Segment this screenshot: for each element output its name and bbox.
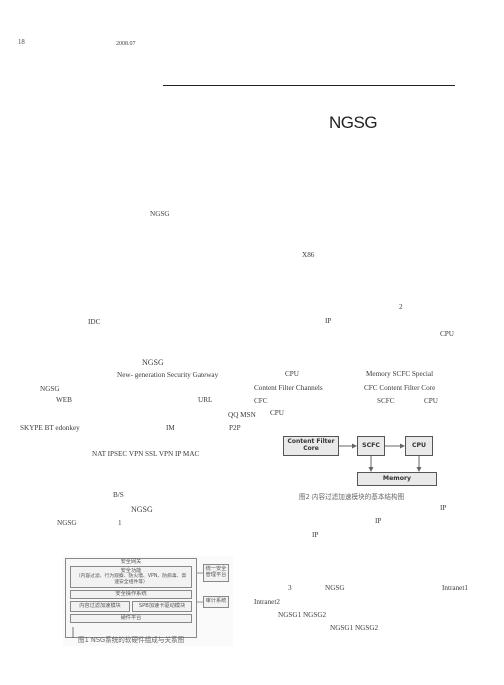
hardware-platform-box: 硬件平台 bbox=[70, 614, 192, 623]
left-text-8: SKYPE BT edonkey bbox=[20, 424, 80, 432]
right-text-16: NGSG bbox=[325, 584, 345, 592]
right-text-2: IP bbox=[325, 317, 332, 325]
right-text-0: X86 bbox=[302, 251, 315, 259]
right-text-20: NGSG1 NGSG2 bbox=[330, 624, 379, 632]
content-filter-core-box: Content Filter Core bbox=[283, 436, 339, 456]
right-text-18: Intranet2 bbox=[254, 598, 280, 606]
right-text-10: CPU bbox=[424, 397, 438, 405]
audit-system-label: 审计系统 bbox=[205, 598, 227, 605]
left-text-15: 1 bbox=[118, 519, 122, 527]
left-text-6: URL bbox=[198, 396, 213, 404]
figure-2-arrows bbox=[339, 443, 422, 472]
left-text-0: NGSG bbox=[150, 210, 170, 218]
security-functions-label: 安全功能 bbox=[120, 567, 142, 574]
security-functions-detail: （内容过滤、行为观察、防火墙、VPN、防病毒、高速安全组件等） bbox=[75, 574, 187, 585]
unified-management-label: 统一安全管理平台 bbox=[205, 566, 227, 578]
figure-1: 安全网关 安全功能 （内容过滤、行为观察、防火墙、VPN、防病毒、高速安全组件等… bbox=[63, 556, 233, 646]
left-text-5: WEB bbox=[56, 396, 72, 404]
left-text-4: NGSG bbox=[40, 385, 60, 393]
right-text-7: CFC Content Filter Core bbox=[364, 384, 436, 392]
left-text-1: IDC bbox=[88, 318, 101, 326]
right-text-13: IP bbox=[375, 517, 382, 525]
security-functions-box: 安全功能 （内容过滤、行为观察、防火墙、VPN、防病毒、高速安全组件等） bbox=[70, 566, 192, 588]
right-text-12: IP bbox=[440, 504, 447, 512]
spb-driver-module-box: SPB加速卡驱动模块 bbox=[132, 601, 192, 612]
scfc-label: SCFC bbox=[362, 442, 380, 450]
memory-label: Memory bbox=[382, 475, 412, 483]
right-text-6: Content Filter Channels bbox=[254, 384, 323, 392]
figure-1-connectors bbox=[72, 572, 203, 638]
left-text-13: NGSG bbox=[131, 505, 153, 514]
security-os-box: 安全操作系统 bbox=[70, 590, 192, 599]
security-os-label: 安全操作系统 bbox=[115, 590, 147, 597]
page-number: 18 bbox=[18, 39, 25, 46]
left-text-2: NGSG bbox=[142, 358, 164, 367]
figure-1-caption: 图1 NSG系统的软硬件组成与关系图 bbox=[78, 636, 185, 644]
content-filter-core-label: Content Filter Core bbox=[287, 438, 335, 452]
left-text-14: NGSG bbox=[57, 519, 77, 527]
audit-system-box: 审计系统 bbox=[203, 596, 229, 608]
right-text-14: IP bbox=[312, 531, 319, 539]
right-text-17: Intranet1 bbox=[442, 584, 468, 592]
right-text-1: 2 bbox=[399, 303, 403, 311]
right-text-9: SCFC bbox=[377, 397, 395, 405]
unified-management-box: 统一安全管理平台 bbox=[203, 564, 229, 582]
security-gateway-label: 安全网关 bbox=[120, 559, 142, 565]
figure-2: Content Filter Core SCFC CPU Memory bbox=[283, 432, 441, 492]
right-text-19: NGSG1 NGSG2 bbox=[278, 611, 327, 619]
left-text-9: IM bbox=[166, 424, 175, 432]
left-text-10: P2P bbox=[229, 424, 241, 432]
right-text-8: CFC bbox=[254, 397, 268, 405]
right-text-3: CPU bbox=[440, 330, 454, 338]
left-text-7: QQ MSN bbox=[228, 411, 256, 419]
scfc-box: SCFC bbox=[357, 436, 385, 456]
content-accel-module-label: 内容过滤加速模块 bbox=[79, 602, 121, 609]
cpu-box: CPU bbox=[405, 436, 433, 456]
left-text-3: New- generation Security Gateway bbox=[117, 371, 219, 379]
figure-2-caption: 图2 内容过滤加速模块的基本结构图 bbox=[299, 493, 405, 501]
article-title: NGSG bbox=[329, 113, 378, 132]
header-rule bbox=[163, 85, 455, 86]
content-accel-module-box: 内容过滤加速模块 bbox=[70, 601, 130, 612]
left-text-11: NAT IPSEC VPN SSL VPN IP MAC bbox=[92, 450, 200, 458]
right-text-4: CPU bbox=[285, 370, 299, 378]
right-text-11: CPU bbox=[270, 409, 284, 417]
cpu-label: CPU bbox=[411, 442, 427, 450]
memory-box: Memory bbox=[357, 472, 437, 486]
hardware-platform-label: 硬件平台 bbox=[120, 614, 142, 621]
right-text-15: 3 bbox=[288, 584, 292, 592]
spb-driver-module-label: SPB加速卡驱动模块 bbox=[138, 602, 186, 609]
right-text-5: Memory SCFC Special bbox=[366, 370, 434, 378]
issue-date: 2008.07 bbox=[116, 41, 136, 47]
left-text-12: B/S bbox=[113, 491, 124, 499]
